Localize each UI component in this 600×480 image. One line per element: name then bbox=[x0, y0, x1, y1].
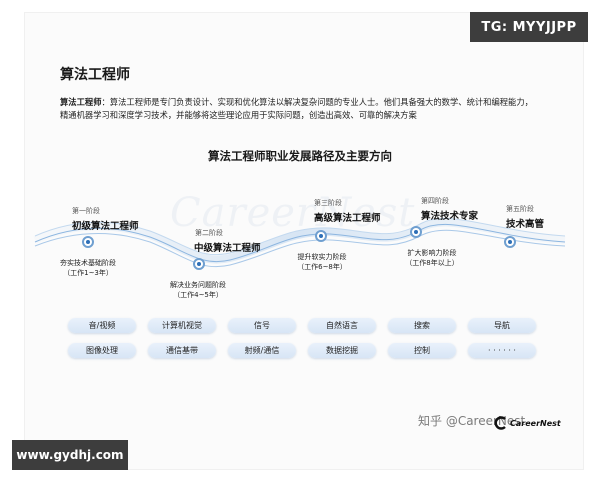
section-title: 算法工程师职业发展路径及主要方向 bbox=[208, 149, 392, 163]
stage-2-number: 第二阶段 bbox=[195, 229, 223, 237]
intro-paragraph: 算法工程师：算法工程师是专门负责设计、实现和优化算法以解决复杂问题的专业人士。他… bbox=[60, 96, 540, 122]
intro-label: 算法工程师 bbox=[60, 97, 102, 107]
direction-tag: 信号 bbox=[228, 318, 296, 333]
stage-3-number: 第三阶段 bbox=[314, 199, 342, 207]
top-watermark-tag: TG: MYYJJPP bbox=[470, 12, 588, 42]
stage-2-note: 解决业务问题阶段 （工作4~5年） bbox=[150, 280, 246, 300]
stage-3-node-icon bbox=[315, 230, 327, 242]
bottom-watermark-tag: www.gydhj.com bbox=[12, 440, 128, 470]
stage-2-note-title: 解决业务问题阶段 bbox=[170, 281, 226, 289]
stage-1-node-icon bbox=[82, 236, 94, 248]
infographic-card bbox=[24, 12, 584, 470]
direction-tag: 自然语言 bbox=[308, 318, 376, 333]
stage-1-number: 第一阶段 bbox=[72, 207, 100, 215]
stage-2-title: 中级算法工程师 bbox=[194, 243, 261, 254]
direction-tag-more: · · · · · · bbox=[468, 343, 536, 358]
career-path-wave bbox=[33, 217, 566, 268]
direction-tag: 通信基带 bbox=[148, 343, 216, 358]
stage-1-note-years: （工作1~3年） bbox=[63, 269, 113, 277]
stage-2-note-years: （工作4~5年） bbox=[173, 291, 223, 299]
direction-tag: 射频/通信 bbox=[228, 343, 296, 358]
stage-3-note: 提升软实力阶段 （工作6~8年） bbox=[274, 252, 370, 272]
stage-3-note-years: （工作6~8年） bbox=[297, 263, 347, 271]
stage-5-number: 第五阶段 bbox=[506, 205, 534, 213]
direction-tag: 导航 bbox=[468, 318, 536, 333]
direction-tag: 搜索 bbox=[388, 318, 456, 333]
stage-1-title: 初级算法工程师 bbox=[72, 221, 139, 232]
stage-1-note: 夯实技术基础阶段 （工作1~3年） bbox=[40, 258, 136, 278]
careernest-logo-icon bbox=[494, 416, 506, 430]
stage-5-node-icon bbox=[504, 236, 516, 248]
stage-4-title: 算法技术专家 bbox=[421, 211, 479, 222]
stage-4-note: 扩大影响力阶段 （工作8年以上） bbox=[384, 248, 480, 268]
stage-1-note-title: 夯实技术基础阶段 bbox=[60, 259, 116, 267]
direction-tag: 计算机视觉 bbox=[148, 318, 216, 333]
intro-text: ：算法工程师是专门负责设计、实现和优化算法以解决复杂问题的专业人士。他们具备强大… bbox=[60, 97, 533, 120]
stage-4-number: 第四阶段 bbox=[421, 197, 449, 205]
page-title: 算法工程师 bbox=[60, 67, 130, 83]
careernest-logo-text: CareerNest bbox=[510, 418, 561, 428]
direction-tag: 图像处理 bbox=[68, 343, 136, 358]
direction-tag: 控制 bbox=[388, 343, 456, 358]
stage-3-title: 高级算法工程师 bbox=[314, 213, 381, 224]
stage-4-node-icon bbox=[410, 226, 422, 238]
careernest-logo: CareerNest bbox=[494, 416, 561, 430]
direction-tags: 音/视频 计算机视觉 信号 自然语言 搜索 导航 图像处理 通信基带 射频/通信… bbox=[68, 318, 538, 358]
direction-tag: 数据挖掘 bbox=[308, 343, 376, 358]
background-watermark: CareerNest bbox=[170, 190, 416, 236]
stage-2-node-icon bbox=[193, 258, 205, 270]
stage-4-note-years: （工作8年以上） bbox=[405, 259, 459, 267]
stage-5-title: 技术高管 bbox=[506, 219, 545, 230]
direction-tag: 音/视频 bbox=[68, 318, 136, 333]
stage-4-note-title: 扩大影响力阶段 bbox=[407, 249, 457, 257]
stage-3-note-title: 提升软实力阶段 bbox=[297, 253, 347, 261]
